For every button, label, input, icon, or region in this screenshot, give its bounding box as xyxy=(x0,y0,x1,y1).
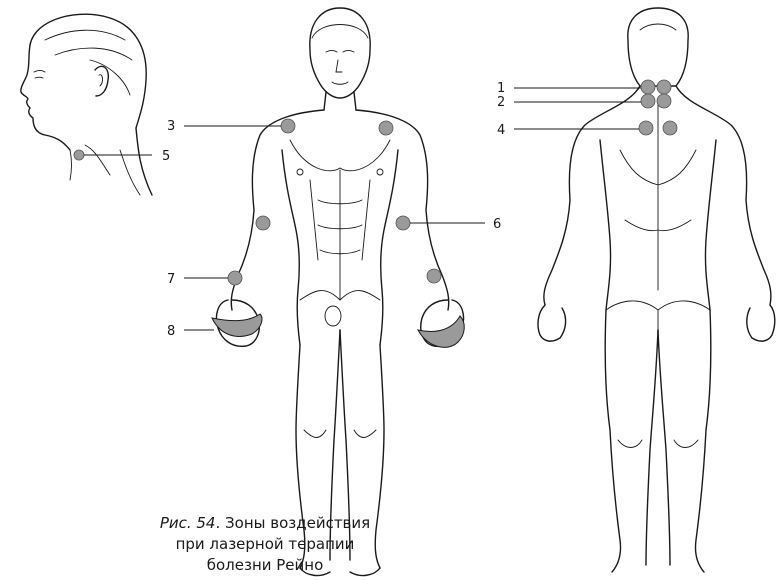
zone-label-1: 1 xyxy=(497,81,505,96)
zone-marker xyxy=(228,271,242,285)
figure-number: Рис. 54 xyxy=(160,514,216,532)
zone-label-3: 3 xyxy=(167,119,175,134)
figure-caption: Рис. 54. Зоны воздействия при лазерной т… xyxy=(140,513,390,576)
palm-zone-marker xyxy=(418,316,464,347)
zone-marker xyxy=(74,150,84,160)
caption-line-3: болезни Рейно xyxy=(140,555,390,576)
head-profile-drawing xyxy=(21,14,152,195)
zone-label-4: 4 xyxy=(497,123,505,138)
zone-marker xyxy=(641,80,655,94)
zone-marker xyxy=(657,94,671,108)
back-body-drawing xyxy=(538,8,775,572)
zone-marker xyxy=(639,121,653,135)
zone-marker xyxy=(256,216,270,230)
front-body-drawing xyxy=(216,8,463,575)
caption-text-1: . Зоны воздействия xyxy=(215,514,370,532)
zone-marker xyxy=(379,121,393,135)
zone-marker xyxy=(281,119,295,133)
zone-label-7: 7 xyxy=(167,272,175,287)
zone-label-5: 5 xyxy=(162,149,170,164)
caption-line-1: Рис. 54. Зоны воздействия xyxy=(140,513,390,534)
zone-label-8: 8 xyxy=(167,324,175,339)
zone-marker xyxy=(663,121,677,135)
zone-marker xyxy=(641,94,655,108)
zone-marker xyxy=(427,269,441,283)
zone-label-2: 2 xyxy=(497,95,505,110)
zone-label-6: 6 xyxy=(493,217,501,232)
exposure-zones xyxy=(74,80,677,347)
caption-line-2: при лазерной терапии xyxy=(140,534,390,555)
zone-marker xyxy=(657,80,671,94)
zone-marker xyxy=(396,216,410,230)
